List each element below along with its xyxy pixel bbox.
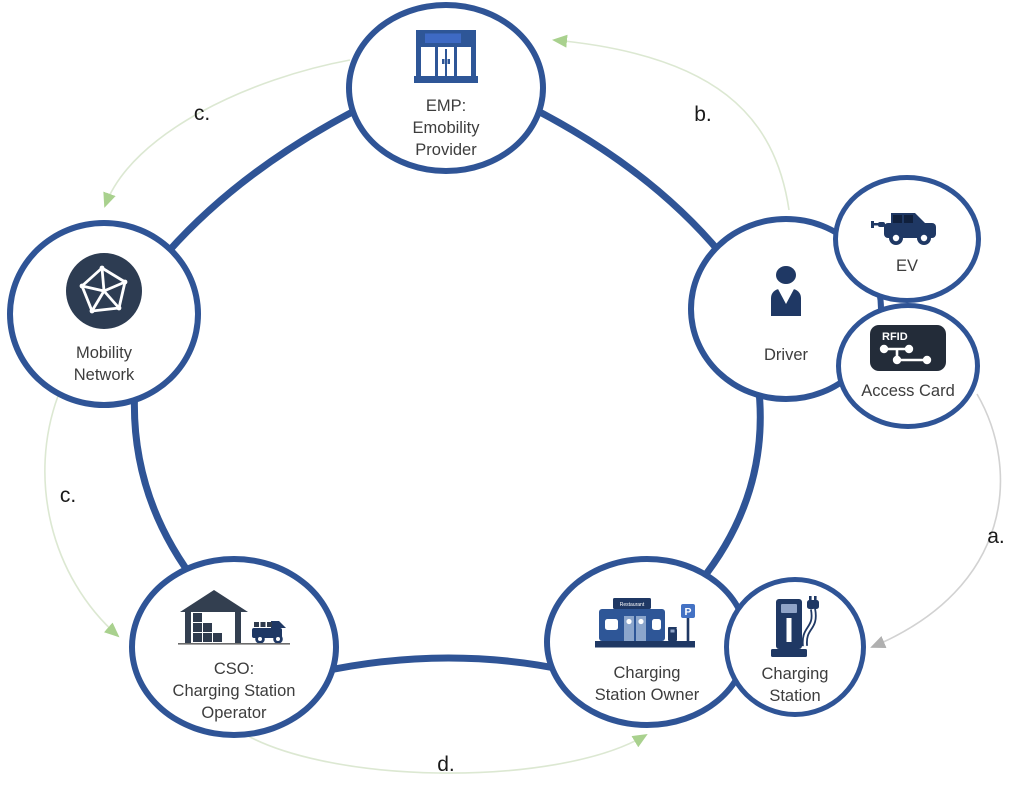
network-icon [66,253,142,329]
node-charging-station-owner: Restaurant P Charging Station Owner [544,556,750,728]
warehouse-truck-icon [178,590,290,645]
parking-sign-letter: P [684,606,691,618]
node-ev-label: EV [895,257,918,275]
node-emp-label: EMP: Emobility Provider [412,97,480,160]
node-access-card: RFID Access Card [836,303,980,429]
person-icon [771,266,801,316]
rfid-card-text: RFID [882,331,908,343]
ring-arc-emp-mobility [165,94,382,255]
node-cso: CSO: Charging Station Operator [129,556,339,738]
ring-arc-emp-driver [510,94,725,258]
node-driver-label: Driver [764,346,808,364]
node-mobility-network: Mobility Network [7,220,201,408]
arrow-label-c-top: c. [193,102,211,125]
rfid-card-icon: RFID [870,325,946,371]
arrow-label-d: d. [437,753,455,776]
arrow-a-line [870,393,1002,649]
arrow-b-line [552,34,790,211]
arrow-label-a: a. [987,525,1005,548]
node-cso-label: CSO: Charging Station Operator [172,660,296,723]
node-charging-station-owner-label: Charging Station Owner [594,664,700,705]
arrow-c1-line [103,59,351,208]
arrow-label-c-left: c. [59,484,77,507]
node-charging-station: Charging Station [724,577,866,717]
node-mobility-network-label: Mobility Network [73,344,135,385]
arrow-label-b: b. [694,103,712,126]
ring-arc-cso-owner [319,654,566,676]
storefront-icon [414,30,478,83]
node-charging-station-label: Charging Station [761,665,829,706]
arrow-c2-line [44,395,120,638]
restaurant-sign-text: Restaurant [620,602,645,608]
electric-car-icon [871,213,936,245]
node-ev: EV [833,175,981,303]
ring-arc-mobility-cso [130,384,201,588]
charging-station-owner-icon: Restaurant P [595,598,695,648]
node-emp: EMP: Emobility Provider [346,2,546,174]
arrow-d-line [232,726,648,774]
charging-pump-icon [771,596,819,657]
ring-arc-driver-owner [697,381,764,585]
node-access-card-label: Access Card [861,382,955,400]
